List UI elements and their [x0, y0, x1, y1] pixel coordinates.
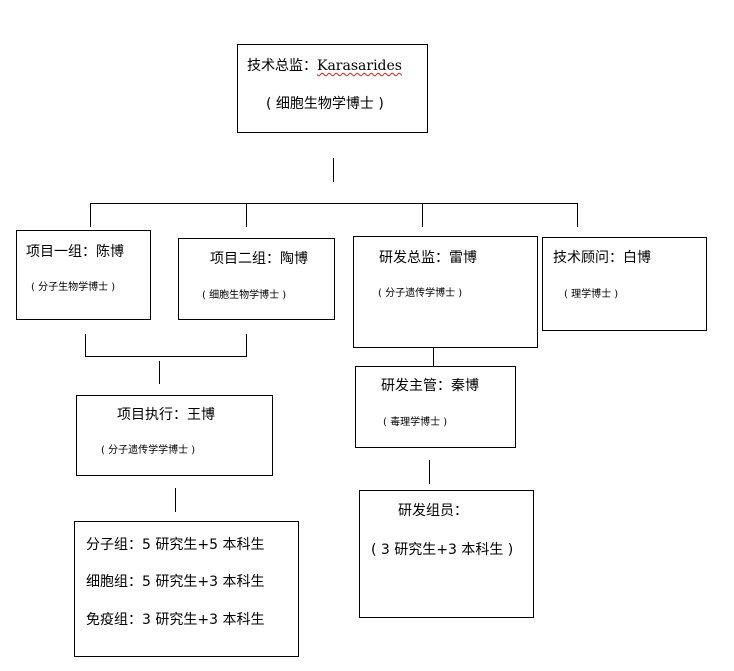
technical-advisor-box: 技术顾问：白博 ( 理学博士 ): [542, 237, 707, 331]
project-group2-degree: ( 细胞生物学博士 ): [202, 290, 287, 301]
team-item: 免疫组：3 研究生+3 本科生: [86, 612, 265, 628]
director-name: Karasarides: [317, 58, 402, 74]
team-item: 细胞组：5 研究生+3 本科生: [86, 574, 265, 590]
rd-director-box: 研发总监：雷博 ( 分子遗传学博士 ): [353, 236, 538, 348]
technical-advisor-degree: ( 理学博士 ): [564, 289, 619, 300]
rd-manager-degree: ( 毒理学博士 ): [383, 417, 448, 428]
connector-drop-rd-director: [422, 203, 423, 227]
project-executive-box: 项目执行：王博 ( 分子遗传学学博士 ): [76, 395, 273, 476]
connector-top-horizontal: [90, 203, 578, 204]
project-group2-title: 项目二组：陶博: [210, 251, 308, 267]
rd-director-title: 研发总监：雷博: [379, 250, 477, 266]
connector-drop-group1: [90, 203, 91, 227]
connector-merge-horizontal: [85, 356, 247, 357]
technical-director-degree: ( 细胞生物学博士 ): [266, 96, 384, 112]
connector-merge-left: [85, 334, 86, 356]
rd-members-detail: ( 3 研究生+3 本科生 ): [371, 542, 514, 558]
project-executive-title: 项目执行：王博: [117, 407, 215, 423]
project-executive-degree: ( 分子遗传学学博士 ): [101, 445, 196, 456]
rd-members-box: 研发组员： ( 3 研究生+3 本科生 ): [359, 490, 534, 618]
connector-merge-down: [159, 361, 160, 384]
connector-manager-down: [429, 460, 430, 484]
rd-manager-title: 研发主管：秦博: [381, 378, 479, 394]
technical-director-title: 技术总监：Karasarides: [247, 55, 402, 75]
connector-rd-down: [433, 348, 434, 366]
rd-director-degree: ( 分子遗传学博士 ): [378, 288, 463, 299]
rd-manager-box: 研发主管：秦博 ( 毒理学博士 ): [355, 366, 516, 448]
connector-executive-down: [175, 488, 176, 512]
rd-members-title: 研发组员：: [398, 503, 468, 519]
connector-director-down: [333, 158, 334, 182]
connector-drop-group2: [246, 203, 247, 227]
connector-drop-advisor: [577, 203, 578, 227]
teams-box: 分子组：5 研究生+5 本科生 细胞组：5 研究生+3 本科生 免疫组：3 研究…: [74, 521, 299, 657]
team-item: 分子组：5 研究生+5 本科生: [86, 537, 265, 553]
project-group1-box: 项目一组：陈博 ( 分子生物学博士 ): [16, 230, 151, 320]
technical-advisor-title: 技术顾问：白博: [553, 250, 651, 266]
project-group1-degree: ( 分子生物学博士 ): [31, 282, 116, 293]
technical-director-box: 技术总监：Karasarides ( 细胞生物学博士 ): [237, 44, 428, 133]
director-title-prefix: 技术总监：: [247, 58, 317, 74]
project-group2-box: 项目二组：陶博 ( 细胞生物学博士 ): [178, 238, 335, 320]
connector-merge-right: [246, 334, 247, 356]
project-group1-title: 项目一组：陈博: [26, 244, 124, 260]
